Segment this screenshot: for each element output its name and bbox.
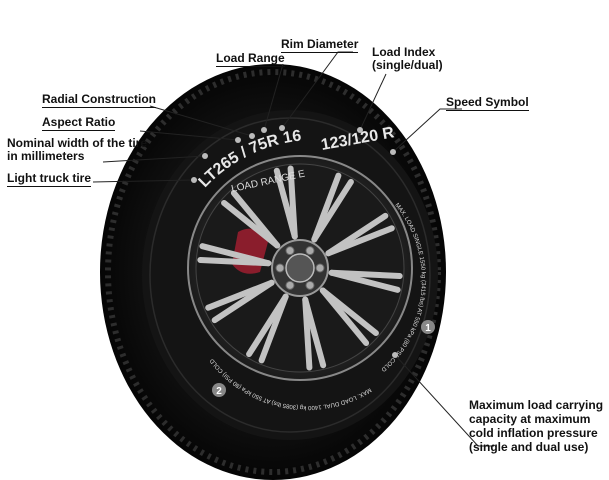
leader-lines [92, 51, 494, 447]
marker-1-label: 1 [425, 323, 431, 334]
marker-1 [421, 320, 435, 334]
rim-spoke [230, 189, 281, 249]
rim-spoke [246, 293, 289, 358]
rim-spoke [205, 279, 275, 311]
rim-spoke [325, 225, 395, 257]
label-load-range: Load Range [216, 51, 285, 67]
rim-spoke [319, 287, 370, 347]
label-max-load: Maximum load carrying capacity at maximu… [469, 398, 604, 454]
lug-nut [315, 263, 325, 273]
tire-tread [105, 69, 441, 475]
rim-spoke [302, 296, 313, 371]
label-rim-diameter: Rim Diameter [281, 37, 359, 53]
label-load-index: Load Index (single/dual) [372, 45, 443, 72]
label-nominal-width: Nominal width of the tire in millimeters [7, 136, 147, 163]
lug-nut [305, 246, 315, 256]
lug-nut [285, 280, 295, 290]
rim-spokes [197, 165, 403, 371]
rim-spoke [199, 243, 272, 267]
label-radial-construction: Radial Construction [42, 92, 157, 108]
rim-spoke [311, 178, 354, 243]
marker-2 [212, 383, 226, 397]
rim-spoke [287, 165, 298, 240]
lug-nut [305, 280, 315, 290]
label-aspect-ratio: Aspect Ratio [42, 115, 116, 131]
label-speed-symbol: Speed Symbol [446, 95, 529, 111]
leader-dots [191, 125, 398, 358]
label-light-truck: Light truck tire [7, 171, 92, 187]
marker-2-label: 2 [216, 386, 222, 397]
rim-spoke [328, 269, 401, 293]
lug-nut [275, 263, 285, 273]
lug-nut [285, 246, 295, 256]
